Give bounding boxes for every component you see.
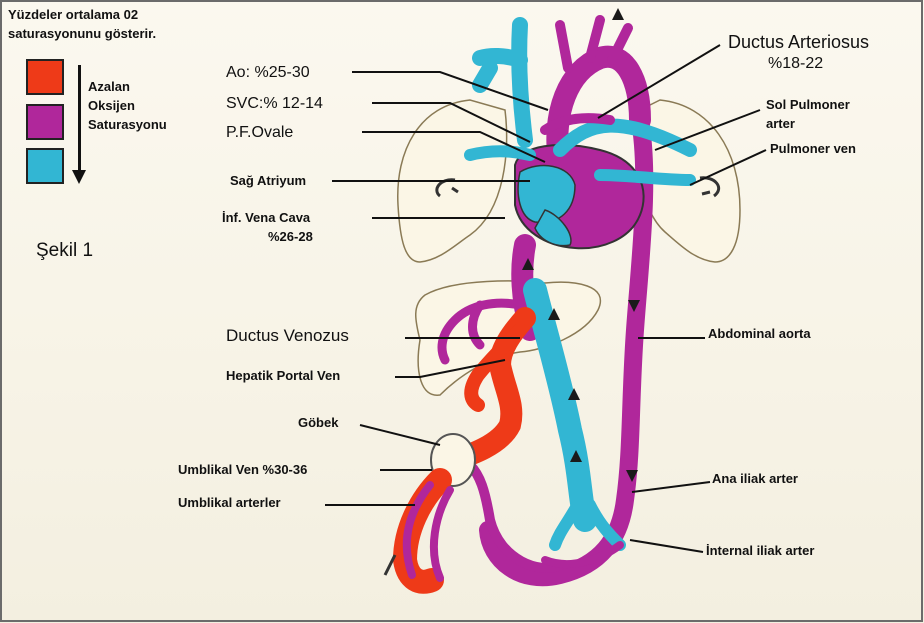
legend-swatch-purple — [26, 104, 64, 140]
label-umblikal-ven: Umblikal Ven %30-36 — [178, 463, 307, 477]
label-ductus-arteriosus-pct: %18-22 — [768, 55, 823, 73]
legend-arrow-head-icon — [72, 170, 86, 184]
legend-label-1: Azalan — [88, 80, 130, 94]
pulmonary-vein-right — [600, 175, 690, 180]
label-gobek: Göbek — [298, 416, 338, 430]
label-inf-vena-cava: İnf. Vena Cava — [222, 211, 310, 225]
umbilical-artery-1 — [470, 465, 560, 568]
header-line-1: Yüzdeler ortalama 02 — [8, 8, 138, 22]
label-abdominal-aorta: Abdominal aorta — [708, 327, 811, 341]
label-svc: SVC:% 12-14 — [226, 95, 323, 113]
label-umblikal-arterler: Umblikal arterler — [178, 496, 281, 510]
label-sag-atriyum: Sağ Atriyum — [230, 174, 306, 188]
label-ductus-venozus: Ductus Venozus — [226, 327, 349, 346]
label-sol-pulmoner: Sol Pulmoner — [766, 98, 850, 112]
label-pulmoner-ven: Pulmoner ven — [770, 142, 856, 156]
label-sol-pulmoner-arter: arter — [766, 117, 795, 131]
label-inf-vena-cava-pct: %26-28 — [268, 230, 313, 244]
cord-arrow — [385, 555, 395, 575]
legend-arrow-shaft — [78, 65, 81, 173]
legend-swatch-blue — [26, 148, 64, 184]
label-ductus-arteriosus: Ductus Arteriosus — [728, 33, 869, 53]
label-pf-ovale: P.F.Ovale — [226, 124, 293, 142]
header-line-2: saturasyonunu gösterir. — [8, 27, 156, 41]
legend-label-2: Oksijen — [88, 99, 135, 113]
figure-label: Şekil 1 — [36, 241, 93, 262]
legend-swatch-red — [26, 59, 64, 95]
label-ana-iliak-arter: Ana iliak arter — [712, 472, 798, 486]
label-internal-iliak-arter: İnternal iliak arter — [706, 544, 814, 558]
label-ao: Ao: %25-30 — [226, 64, 310, 82]
label-hepatik-portal-ven: Hepatik Portal Ven — [226, 369, 340, 383]
legend-label-3: Saturasyonu — [88, 118, 167, 132]
